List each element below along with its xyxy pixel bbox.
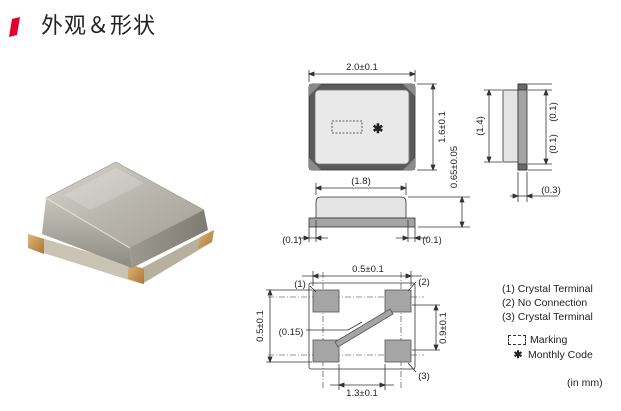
dim-pad-height-right: 0.9±0.1 bbox=[438, 312, 449, 344]
dim-trace-width: (0.15) bbox=[279, 327, 304, 338]
dim-side-thickness: (0.3) bbox=[541, 185, 561, 196]
dim-front-right: (0.1) bbox=[422, 235, 442, 246]
pin-2-label: (2) bbox=[418, 277, 430, 288]
dimension-drawing: 2.0±0.1 1.6±0.1 ✱ (1.8) (0.1) (0.1) 0.65… bbox=[255, 62, 561, 399]
marking-legend: Marking ✱ Monthly Code bbox=[508, 333, 593, 363]
pin-3-label: (3) bbox=[418, 371, 430, 382]
dim-side-terminal-bottom: (0.1) bbox=[548, 134, 559, 154]
marking-star-icon: ✱ bbox=[373, 121, 384, 136]
front-view-base bbox=[308, 217, 416, 228]
header-accent-icon bbox=[9, 17, 20, 37]
marking-label: Marking bbox=[530, 334, 568, 346]
dim-inner-width: (1.8) bbox=[351, 176, 371, 187]
dim-pad-pitch-top: 0.5±0.1 bbox=[352, 264, 384, 275]
asterisk-icon: ✱ bbox=[513, 349, 523, 361]
legend-item: (1) Crystal Terminal bbox=[502, 283, 593, 295]
dim-top-width: 2.0±0.1 bbox=[346, 62, 378, 73]
product-photo bbox=[28, 161, 214, 284]
page-title: 外观＆形状 bbox=[41, 14, 157, 39]
units-note: (in mm) bbox=[567, 377, 603, 389]
dim-top-height: 1.6±0.1 bbox=[437, 111, 448, 143]
legend-item: (3) Crystal Terminal bbox=[502, 311, 593, 323]
dim-pad-height-left: 0.5±0.1 bbox=[255, 310, 266, 342]
dim-front-left: (0.1) bbox=[282, 235, 302, 246]
pin-1-label: (1) bbox=[294, 279, 306, 290]
dim-side-terminal-top: (0.1) bbox=[548, 102, 559, 122]
side-view-lid bbox=[502, 89, 519, 163]
front-view-lid bbox=[315, 196, 407, 219]
pin-legend: (1) Crystal Terminal (2) No Connection (… bbox=[502, 282, 593, 324]
dim-pad-pitch-bottom: 1.3±0.1 bbox=[346, 388, 378, 399]
footprint-outline bbox=[308, 282, 416, 370]
dim-total-height: 0.65±0.05 bbox=[449, 146, 460, 188]
legend-item: (2) No Connection bbox=[502, 297, 588, 309]
monthly-code-label: Monthly Code bbox=[528, 349, 593, 361]
side-view-base bbox=[517, 83, 528, 171]
dim-side-height: (1.4) bbox=[475, 116, 486, 136]
dashed-box-icon bbox=[508, 335, 526, 346]
marking-box bbox=[331, 120, 363, 134]
